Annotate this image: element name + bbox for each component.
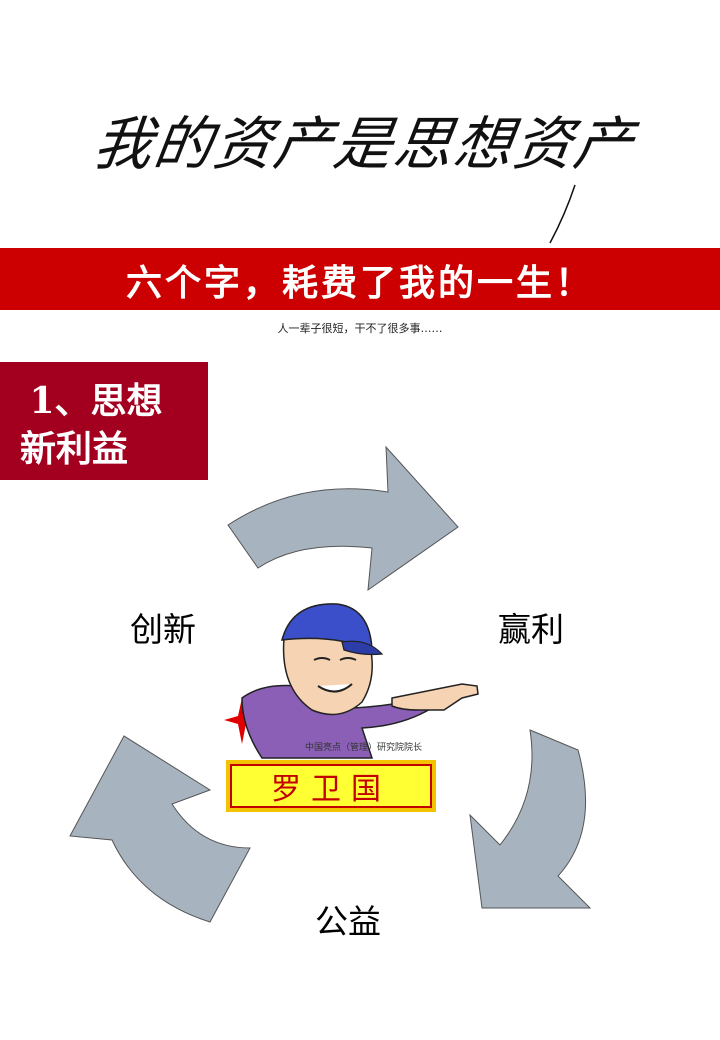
- banner-headline: 六个字，耗费了我的一生！: [125, 262, 594, 304]
- portrait-caption: 中国亮点（管理）研究院院长: [305, 743, 423, 753]
- section-heading: 1、思想 新利益: [0, 362, 208, 480]
- cycle-label-public: 公益: [315, 902, 381, 941]
- cycle-arrow-top: [227, 445, 459, 592]
- calligraphy-title: 我的资产是思想资产: [90, 75, 639, 255]
- nameplate-name: 罗卫国: [271, 772, 391, 807]
- cycle-label-innovate: 创新: [130, 610, 196, 649]
- cycle-label-profit: 赢利: [498, 610, 564, 649]
- red-banner: 六个字，耗费了我的一生！: [0, 248, 720, 310]
- section-heading-line1: 1、思想: [29, 380, 163, 422]
- calligraphy-brush-tail: [549, 184, 576, 244]
- nameplate-inner: 罗卫国: [230, 764, 432, 808]
- cycle-arrow-left: [69, 735, 251, 923]
- section-heading-line2: 新利益: [19, 428, 128, 470]
- red-star-icon: [224, 698, 260, 744]
- nameplate: 罗卫国: [226, 760, 436, 812]
- cycle-diagram: [69, 445, 592, 923]
- subtitle: 人一辈子很短，干不了很多事……: [277, 322, 443, 335]
- cartoon-portrait: [224, 603, 479, 759]
- cycle-arrow-right: [469, 729, 592, 909]
